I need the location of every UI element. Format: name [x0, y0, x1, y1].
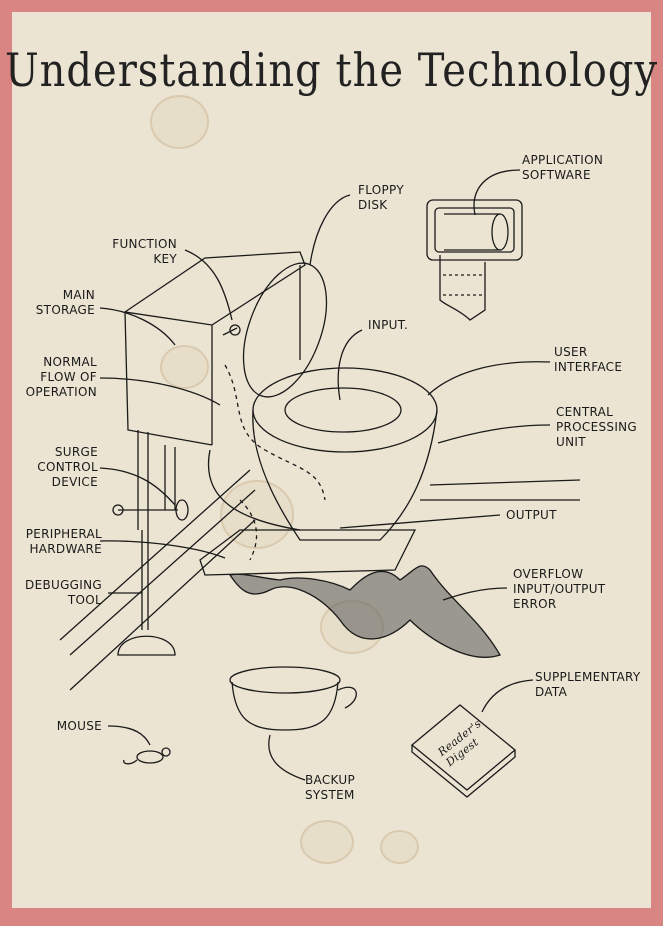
flow-dashes — [224, 364, 326, 501]
label-normal-flow: NORMAL FLOW OF OPERATION — [25, 355, 97, 399]
mouse-drawing — [123, 747, 171, 765]
label-application-software: APPLICATION SOFTWARE — [522, 153, 604, 182]
label-user-interface: USER INTERFACE — [554, 345, 623, 374]
label-input: INPUT. — [368, 318, 409, 332]
label-function-key: FUNCTION KEY — [112, 237, 177, 266]
label-overflow-error: OVERFLOW INPUT/OUTPUT ERROR — [513, 567, 606, 611]
label-output: OUTPUT — [506, 508, 557, 522]
border-bottom — [0, 908, 663, 926]
label-main-storage: MAIN STORAGE — [35, 288, 95, 317]
border-left — [0, 0, 12, 926]
floor-lines — [59, 469, 581, 691]
chamber-pot — [229, 666, 357, 731]
label-debugging-tool: DEBUGGING TOOL — [25, 578, 102, 607]
stain — [380, 830, 419, 864]
paper — [12, 12, 651, 908]
label-peripheral-hardware: PERIPHERAL HARDWARE — [25, 527, 102, 556]
label-surge-control-device: SURGE CONTROL DEVICE — [37, 445, 98, 489]
overflow-puddle — [228, 565, 501, 658]
stain — [160, 345, 209, 389]
leader-lines — [99, 169, 551, 781]
plunger — [117, 530, 176, 656]
poster-title: Understanding the Technology — [4, 44, 659, 98]
reader-digest-book — [410, 704, 517, 798]
label-supplementary-data: SUPPLEMENTARY DATA — [535, 670, 641, 699]
supply-pipe — [112, 430, 189, 530]
stain — [150, 95, 209, 149]
toilet-bowl — [199, 367, 438, 576]
label-floppy-disk: FLOPPY DISK — [358, 183, 404, 212]
toilet-lid — [242, 262, 328, 398]
stain — [300, 820, 354, 864]
label-mouse: MOUSE — [56, 719, 102, 733]
label-central-processing-unit: CENTRAL PROCESSING UNIT — [556, 405, 638, 449]
border-right — [651, 0, 663, 926]
label-backup-system: BACKUP SYSTEM — [305, 773, 355, 802]
border-top — [0, 0, 663, 12]
toilet-tank — [123, 251, 306, 446]
toilet-paper — [426, 199, 523, 321]
